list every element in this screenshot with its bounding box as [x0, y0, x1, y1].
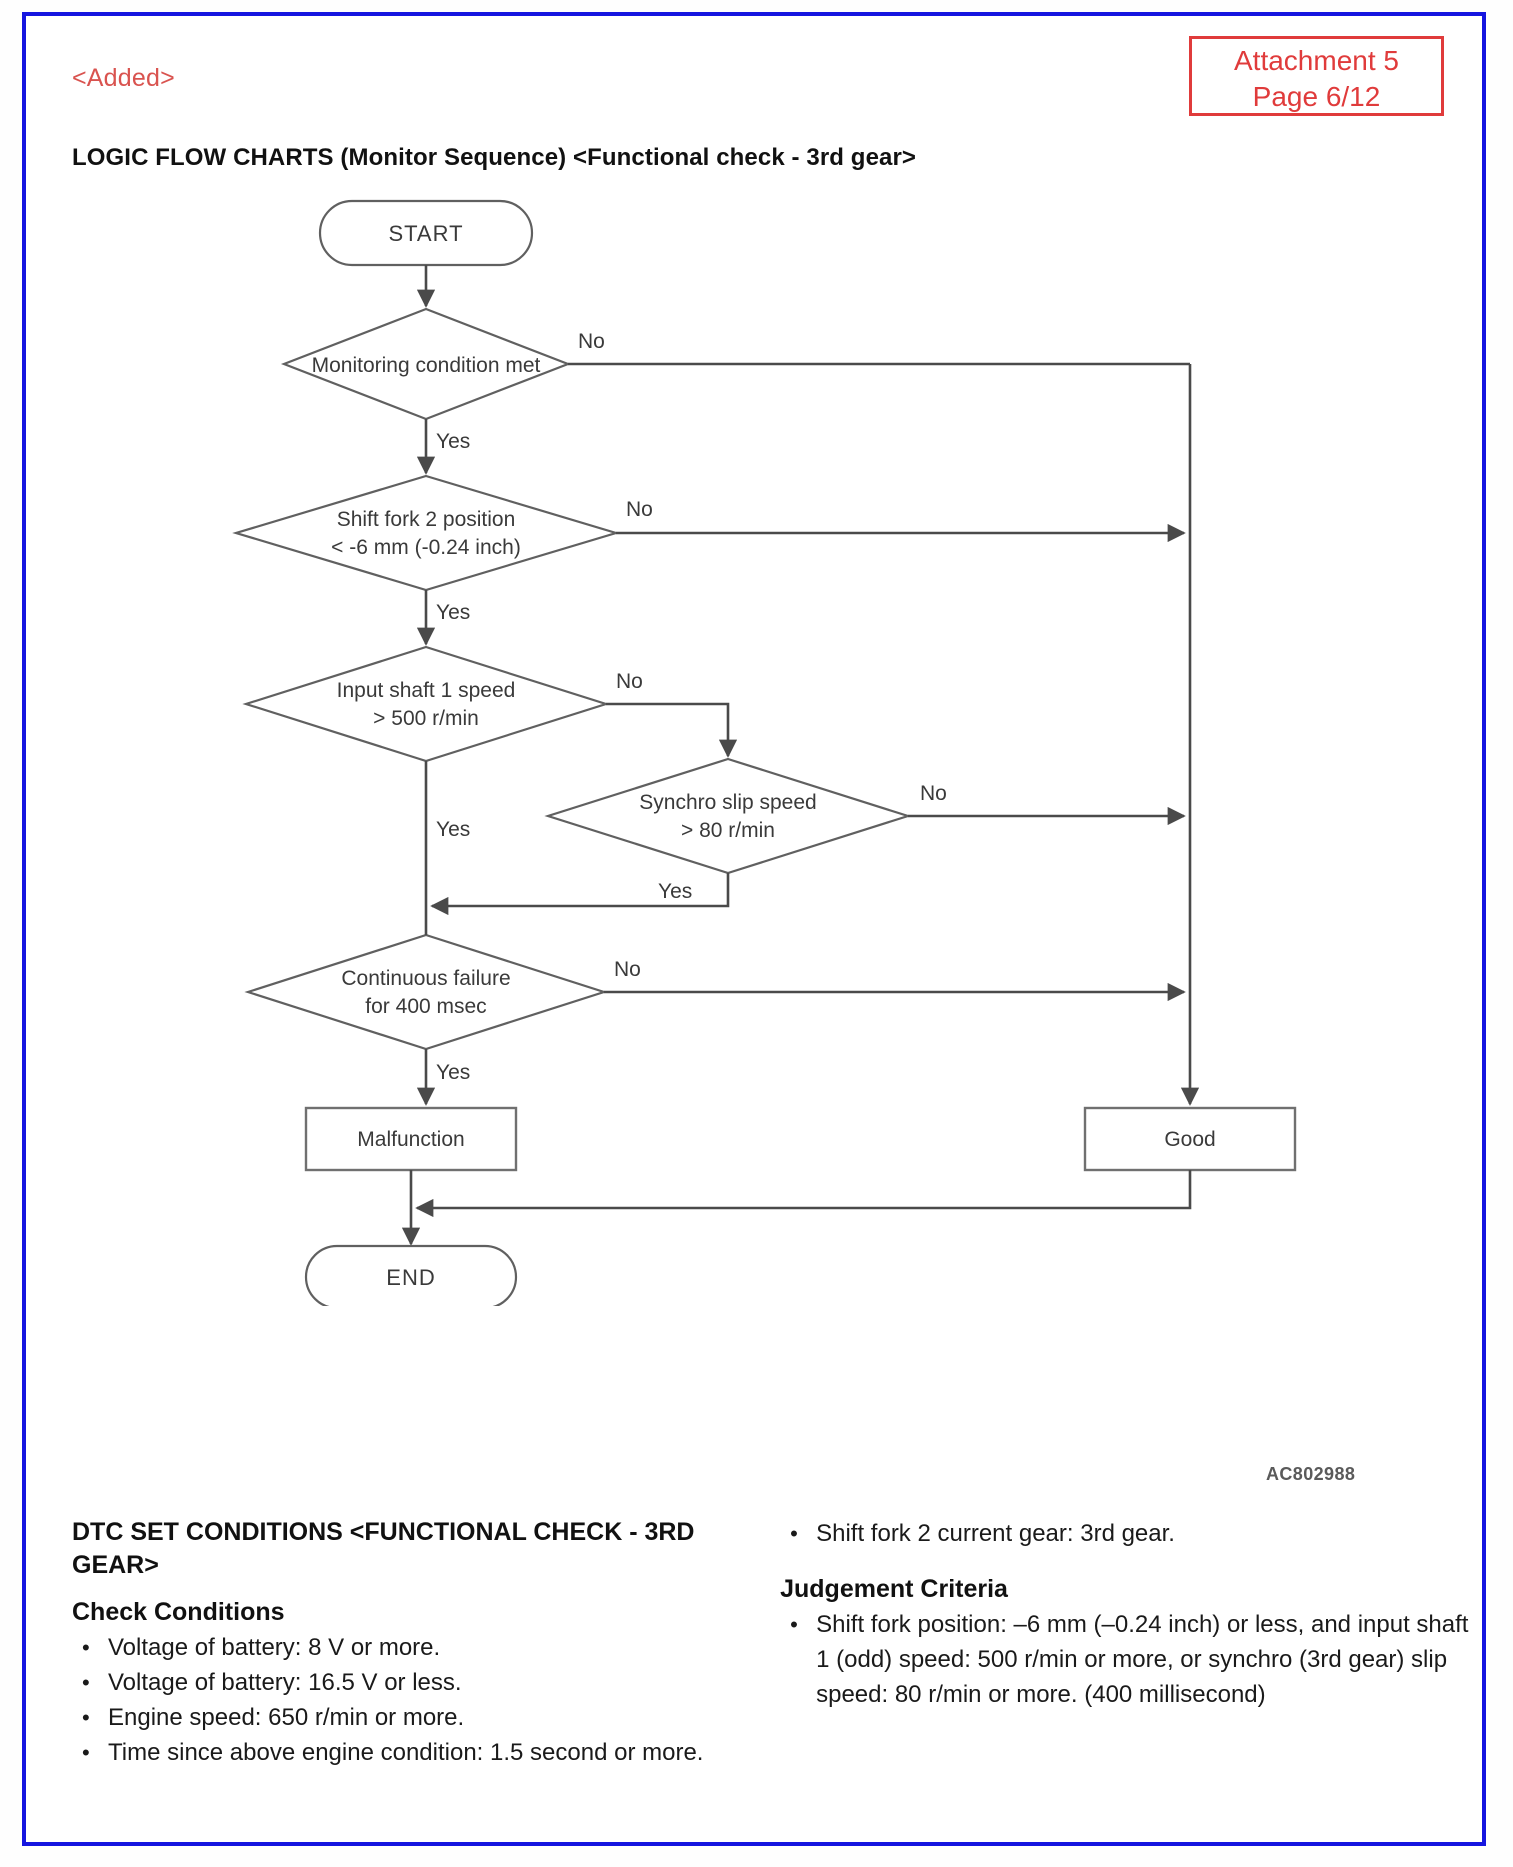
node-decision5-line2: for 400 msec: [365, 995, 486, 1018]
edge-label-d1-no: No: [578, 330, 605, 353]
conditions-left-column: DTC SET CONDITIONS <FUNCTIONAL CHECK - 3…: [72, 1516, 744, 1776]
check-conditions-heading: Check Conditions: [72, 1598, 285, 1626]
node-good-label: Good: [1164, 1128, 1215, 1151]
node-start: START: [318, 199, 534, 267]
judgement-criteria-heading: Judgement Criteria: [780, 1575, 1008, 1603]
edge-d4-yes: [430, 873, 730, 916]
node-decision2-line1: Shift fork 2 position: [337, 508, 516, 531]
node-decision3-line1: Input shaft 1 speed: [337, 679, 516, 702]
list-item: Shift fork 2 current gear: 3rd gear.: [790, 1516, 1472, 1551]
node-end: END: [304, 1244, 518, 1306]
added-annotation: <Added>: [72, 64, 175, 92]
edge-d3-no: [606, 702, 738, 758]
node-decision-continuous-failure: Continuous failure for 400 msec: [244, 933, 608, 1051]
edge-label-d3-yes: Yes: [436, 818, 470, 841]
document-frame: <Added> Attachment 5 Page 6/12 LOGIC FLO…: [22, 12, 1486, 1846]
list-item: Engine speed: 650 r/min or more.: [82, 1700, 744, 1735]
edge-label-d2-no: No: [626, 498, 653, 521]
check-conditions-continued-list: Shift fork 2 current gear: 3rd gear.: [780, 1516, 1472, 1551]
node-decision-monitoring: Monitoring condition met: [280, 307, 572, 421]
attachment-page: Page 6/12: [1252, 81, 1381, 112]
flowchart: START Monitoring condition met No Yes Sh…: [48, 176, 1513, 1306]
list-item: Shift fork position: –6 mm (–0.24 inch) …: [790, 1607, 1472, 1712]
list-item: Time since above engine condition: 1.5 s…: [82, 1735, 744, 1770]
conditions-section: DTC SET CONDITIONS <FUNCTIONAL CHECK - 3…: [72, 1516, 1472, 1776]
conditions-right-column: Shift fork 2 current gear: 3rd gear. Jud…: [780, 1516, 1472, 1776]
node-decision-inputshaft: Input shaft 1 speed > 500 r/min: [242, 645, 610, 763]
node-end-label: END: [386, 1265, 435, 1290]
node-decision3-line2: > 500 r/min: [373, 707, 479, 730]
list-item: Voltage of battery: 8 V or more.: [82, 1630, 744, 1665]
node-malfunction: Malfunction: [304, 1106, 518, 1172]
edge-label-d5-no: No: [614, 958, 641, 981]
dtc-set-conditions-heading: DTC SET CONDITIONS <FUNCTIONAL CHECK - 3…: [72, 1518, 695, 1579]
attachment-number: Attachment 5: [1234, 45, 1399, 76]
figure-code: AC802988: [1266, 1464, 1356, 1484]
node-decision-synchro: Synchro slip speed > 80 r/min: [544, 757, 912, 875]
node-decision-shiftfork: Shift fork 2 position < -6 mm (-0.24 inc…: [232, 474, 620, 592]
edge-label-d4-yes: Yes: [658, 880, 692, 903]
node-decision2-line2: < -6 mm (-0.24 inch): [331, 536, 521, 559]
node-start-label: START: [388, 221, 463, 246]
edge-good-to-end: [415, 1170, 1192, 1218]
node-decision4-line2: > 80 r/min: [681, 819, 775, 842]
node-good: Good: [1083, 1106, 1297, 1172]
edge-label-d4-no: No: [920, 782, 947, 805]
edge-label-d5-yes: Yes: [436, 1061, 470, 1084]
node-malfunction-label: Malfunction: [357, 1128, 464, 1151]
edge-label-d2-yes: Yes: [436, 601, 470, 624]
page-title: LOGIC FLOW CHARTS (Monitor Sequence) <Fu…: [72, 144, 917, 171]
judgement-criteria-list: Shift fork position: –6 mm (–0.24 inch) …: [780, 1607, 1472, 1712]
node-decision1-label: Monitoring condition met: [312, 354, 541, 377]
attachment-stamp: Attachment 5 Page 6/12: [1189, 36, 1444, 116]
list-item: Voltage of battery: 16.5 V or less.: [82, 1665, 744, 1700]
edge-label-d3-no: No: [616, 670, 643, 693]
check-conditions-list: Voltage of battery: 8 V or more. Voltage…: [72, 1630, 744, 1770]
node-decision4-line1: Synchro slip speed: [639, 791, 816, 814]
node-decision5-line1: Continuous failure: [341, 967, 510, 990]
edge-label-d1-yes: Yes: [436, 430, 470, 453]
